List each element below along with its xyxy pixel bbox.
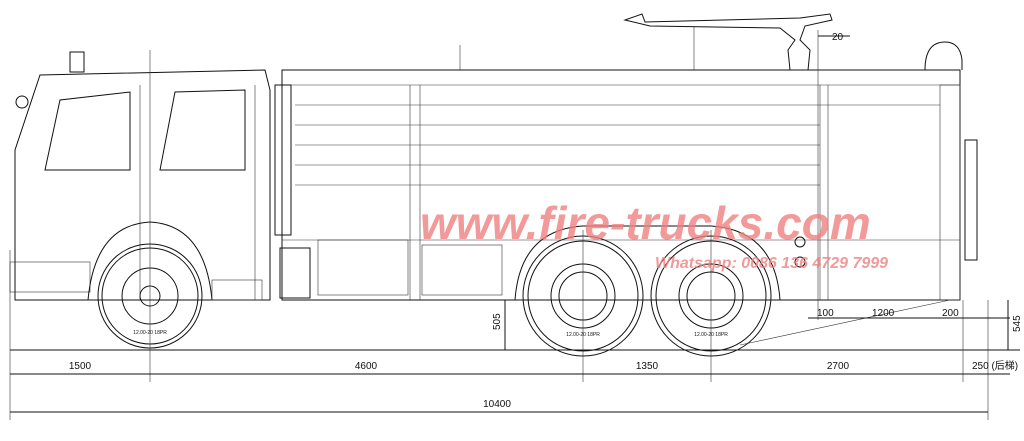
dim-overall-length: 10400: [483, 399, 511, 410]
dim-rear-gap-2: 1200: [872, 308, 895, 319]
dimension-lines: [10, 35, 1010, 413]
dim-rear-ladder: 250 (后梯): [972, 359, 1018, 372]
watermark-phone: Whatsapp: 0086 136 4729 7999: [655, 255, 889, 272]
water-monitor: [459, 13, 833, 71]
cab: [9, 51, 271, 301]
dim-rear-gap-3: 200: [942, 308, 959, 319]
dim-rear-gap-1: 100: [817, 308, 834, 319]
dim-rear-overhang: 2700: [827, 361, 850, 372]
dim-rear-height: 545: [1012, 315, 1023, 332]
extension-lines: [9, 30, 989, 420]
dim-clearance: 505: [492, 313, 503, 330]
tank-body: [274, 41, 978, 301]
watermark-url: www.fire-trucks.com: [420, 197, 871, 249]
dim-monitor-offset: 20: [832, 32, 844, 43]
dim-front-overhang: 1500: [69, 361, 92, 372]
dim-wheelbase: 4600: [355, 361, 378, 372]
dim-axle-spacing: 1350: [636, 361, 659, 372]
